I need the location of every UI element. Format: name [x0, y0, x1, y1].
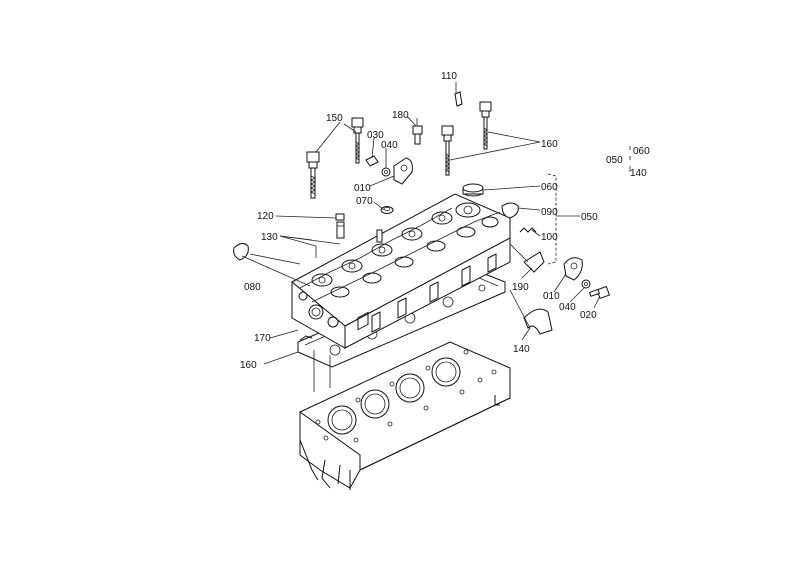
- part-120-stud: [335, 213, 345, 221]
- label-100: 100: [541, 232, 558, 243]
- part-100-clip: [519, 227, 537, 233]
- label-140: 140: [513, 344, 530, 355]
- label-170: 170: [254, 333, 271, 344]
- label-050: 050: [581, 212, 598, 223]
- part-070-seal: [380, 206, 394, 214]
- label-140-legend: 140: [630, 168, 647, 179]
- head-bolt-160-b: [479, 101, 492, 150]
- label-070: 070: [356, 196, 373, 207]
- label-040: 040: [381, 140, 398, 151]
- part-080-plug: [233, 242, 249, 261]
- head-bolt-150-right: [351, 117, 364, 164]
- label-130: 130: [261, 232, 278, 243]
- label-050-legend: 050: [606, 155, 623, 166]
- label-010-right: 010: [543, 291, 560, 302]
- part-040-washer-right: [581, 279, 591, 289]
- label-040-right: 040: [559, 302, 576, 313]
- label-060: 060: [541, 182, 558, 193]
- label-150: 150: [326, 113, 343, 124]
- label-160-top: 160: [541, 139, 558, 150]
- cylinder-head: [291, 193, 511, 349]
- head-bolt-160-a: [441, 125, 454, 176]
- part-010-bracket-right: [563, 257, 583, 281]
- part-060-cap: [462, 183, 484, 197]
- label-120: 120: [257, 211, 274, 222]
- label-030: 030: [367, 130, 384, 141]
- label-010: 010: [354, 183, 371, 194]
- label-080: 080: [244, 282, 261, 293]
- head-bolt-150-left: [306, 151, 320, 199]
- part-180-plug: [412, 118, 423, 145]
- part-020-bolt: [588, 285, 611, 300]
- part-010-bracket: [393, 157, 413, 185]
- label-060-legend: 060: [633, 146, 650, 157]
- leader-lines: [241, 82, 631, 365]
- label-190: 190: [512, 282, 529, 293]
- label-160-bottom: 160: [240, 360, 257, 371]
- label-110: 110: [441, 71, 457, 82]
- part-190-gasket: [523, 251, 545, 273]
- label-020: 020: [580, 310, 597, 321]
- label-090: 090: [541, 207, 558, 218]
- cylinder-block: [299, 341, 511, 490]
- part-110-pin: [454, 91, 463, 107]
- part-labels: 110 180 150 030 040 160 060 050 140 010 …: [240, 71, 650, 371]
- part-140-cover: [523, 308, 553, 335]
- label-180: 180: [392, 110, 409, 121]
- part-090-plug: [501, 202, 519, 219]
- part-030-040-nut-washer: [365, 155, 391, 177]
